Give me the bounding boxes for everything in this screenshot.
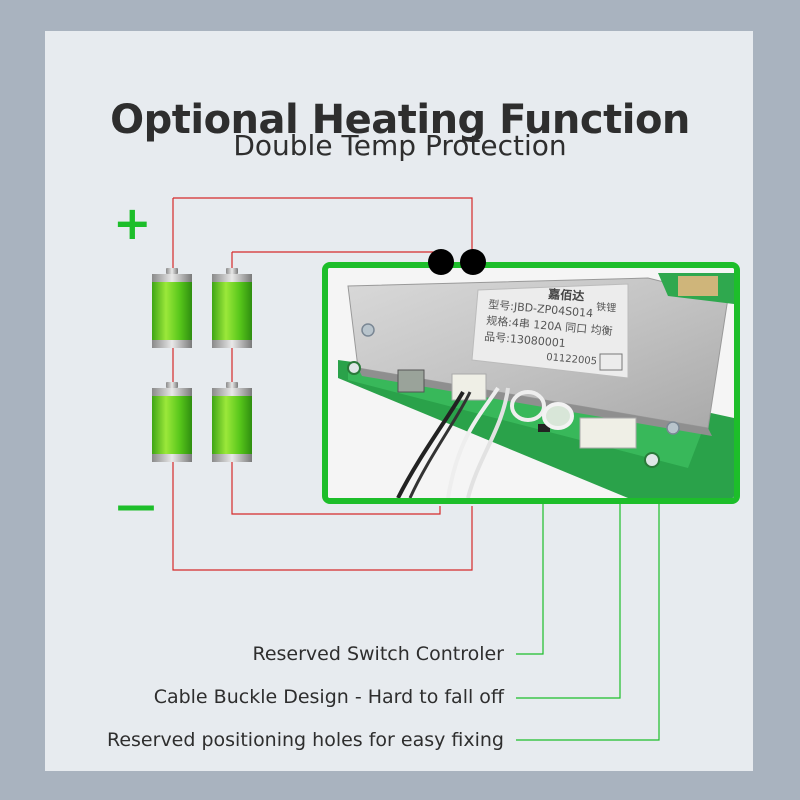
callout-switch-controller: Reserved Switch Controler: [252, 643, 504, 665]
leader-buckle: [516, 470, 621, 699]
temp-sensor-dot-2: [460, 249, 486, 275]
bms-photo-frame: 型号:JBD-ZP04S014 嘉佰达 铁锂 规格:4串 120A 同口 均衡 …: [322, 262, 740, 504]
minus-sign: —: [116, 483, 156, 529]
battery-cell-1: [150, 268, 194, 352]
battery-icon: [212, 268, 252, 348]
pcb-serial: 01122005: [546, 352, 598, 367]
callout-positioning-holes: Reserved positioning holes for easy fixi…: [107, 729, 504, 751]
pcb-chemistry: 铁锂: [596, 300, 617, 314]
leader-switch: [516, 470, 544, 655]
battery-icon: [152, 268, 192, 348]
svg-text:品号:13080001: 品号:13080001: [484, 330, 567, 350]
pcb-model-prefix: 型号:: [488, 297, 515, 313]
page-subtitle: Double Temp Protection: [233, 129, 567, 162]
callout-cable-buckle: Cable Buckle Design - Hard to fall off: [153, 686, 504, 708]
battery-cell-3: [150, 382, 194, 466]
pcb-brand: 嘉佰达: [547, 286, 585, 304]
pcb-part: 13080001: [509, 332, 566, 350]
pcb-part-prefix: 品号:: [484, 330, 511, 345]
page-title: Optional Heating Function: [110, 97, 690, 143]
battery-icon: [152, 382, 192, 462]
battery-cell-4: [210, 382, 254, 466]
plus-sign: +: [113, 196, 152, 250]
leader-holes: [516, 470, 660, 741]
battery-icon: [212, 382, 252, 462]
bms-board-photo: 型号:JBD-ZP04S014 嘉佰达 铁锂 规格:4串 120A 同口 均衡 …: [328, 268, 734, 498]
pcb-spec-prefix: 规格:: [486, 313, 513, 329]
battery-cell-2: [210, 268, 254, 352]
temp-sensor-dot-1: [428, 249, 454, 275]
